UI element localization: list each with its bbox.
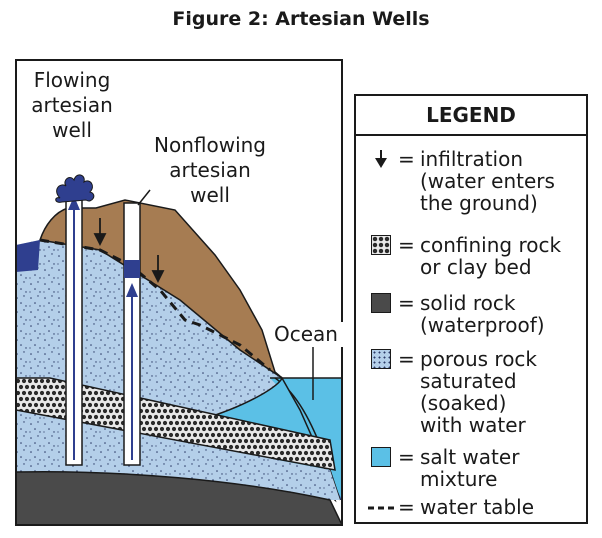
legend: LEGEND = infiltration (water enters the …	[354, 94, 588, 524]
legend-title: LEGEND	[356, 96, 586, 136]
legend-text-solid-rock: solid rock (waterproof)	[420, 291, 545, 337]
legend-item-infiltration: = infiltration (water enters the ground)	[368, 148, 586, 218]
flowing-water-splash	[55, 174, 95, 203]
legend-text-salt-water: salt water mixture	[420, 445, 520, 491]
legend-equals: =	[398, 147, 415, 171]
figure-title: Figure 2: Artesian Wells	[172, 8, 430, 30]
legend-text-porous-rock: porous rock saturated (soaked) with wate…	[420, 347, 538, 437]
legend-equals: =	[398, 291, 415, 315]
legend-item-solid-rock: = solid rock (waterproof)	[368, 292, 586, 338]
porous-rock-swatch	[371, 349, 391, 369]
legend-item-confining-rock: = confining rock or clay bed	[368, 234, 586, 280]
nonflowing-well-pipe	[123, 202, 141, 466]
legend-item-salt-water: = salt water mixture	[368, 446, 586, 492]
water-table-line	[39, 238, 271, 372]
legend-equals: =	[398, 347, 415, 371]
legend-text-confining-rock: confining rock or clay bed	[420, 233, 562, 279]
flowing-well-pipe	[65, 196, 83, 466]
solid-rock-layer	[16, 471, 342, 525]
diagram-frame	[15, 59, 343, 526]
flowing-well-label: Flowing artesian well	[31, 68, 113, 142]
nonflowing-well-pointer	[137, 189, 151, 206]
legend-equals: =	[398, 445, 415, 469]
infiltration-arrow-icon	[375, 150, 387, 168]
legend-text-water-table: water table	[420, 495, 534, 519]
infiltration-arrow	[93, 218, 165, 284]
nonflowing-well-label: Nonflowing artesian well	[154, 133, 266, 207]
legend-item-porous-rock: = porous rock saturated (soaked) with wa…	[368, 348, 586, 440]
confining-rock-layer	[16, 377, 336, 471]
legend-text-infiltration: infiltration (water enters the ground)	[420, 147, 555, 215]
salt-water-swatch	[371, 447, 391, 467]
legend-item-water-table: = water table	[368, 496, 586, 520]
salt-water-mixture	[270, 378, 342, 500]
confining-rock-swatch	[371, 235, 391, 255]
water-table-line-icon	[368, 506, 394, 510]
legend-equals: =	[398, 495, 415, 519]
solid-rock-swatch	[371, 293, 391, 313]
legend-equals: =	[398, 233, 415, 257]
ocean-label: Ocean	[268, 322, 344, 347]
